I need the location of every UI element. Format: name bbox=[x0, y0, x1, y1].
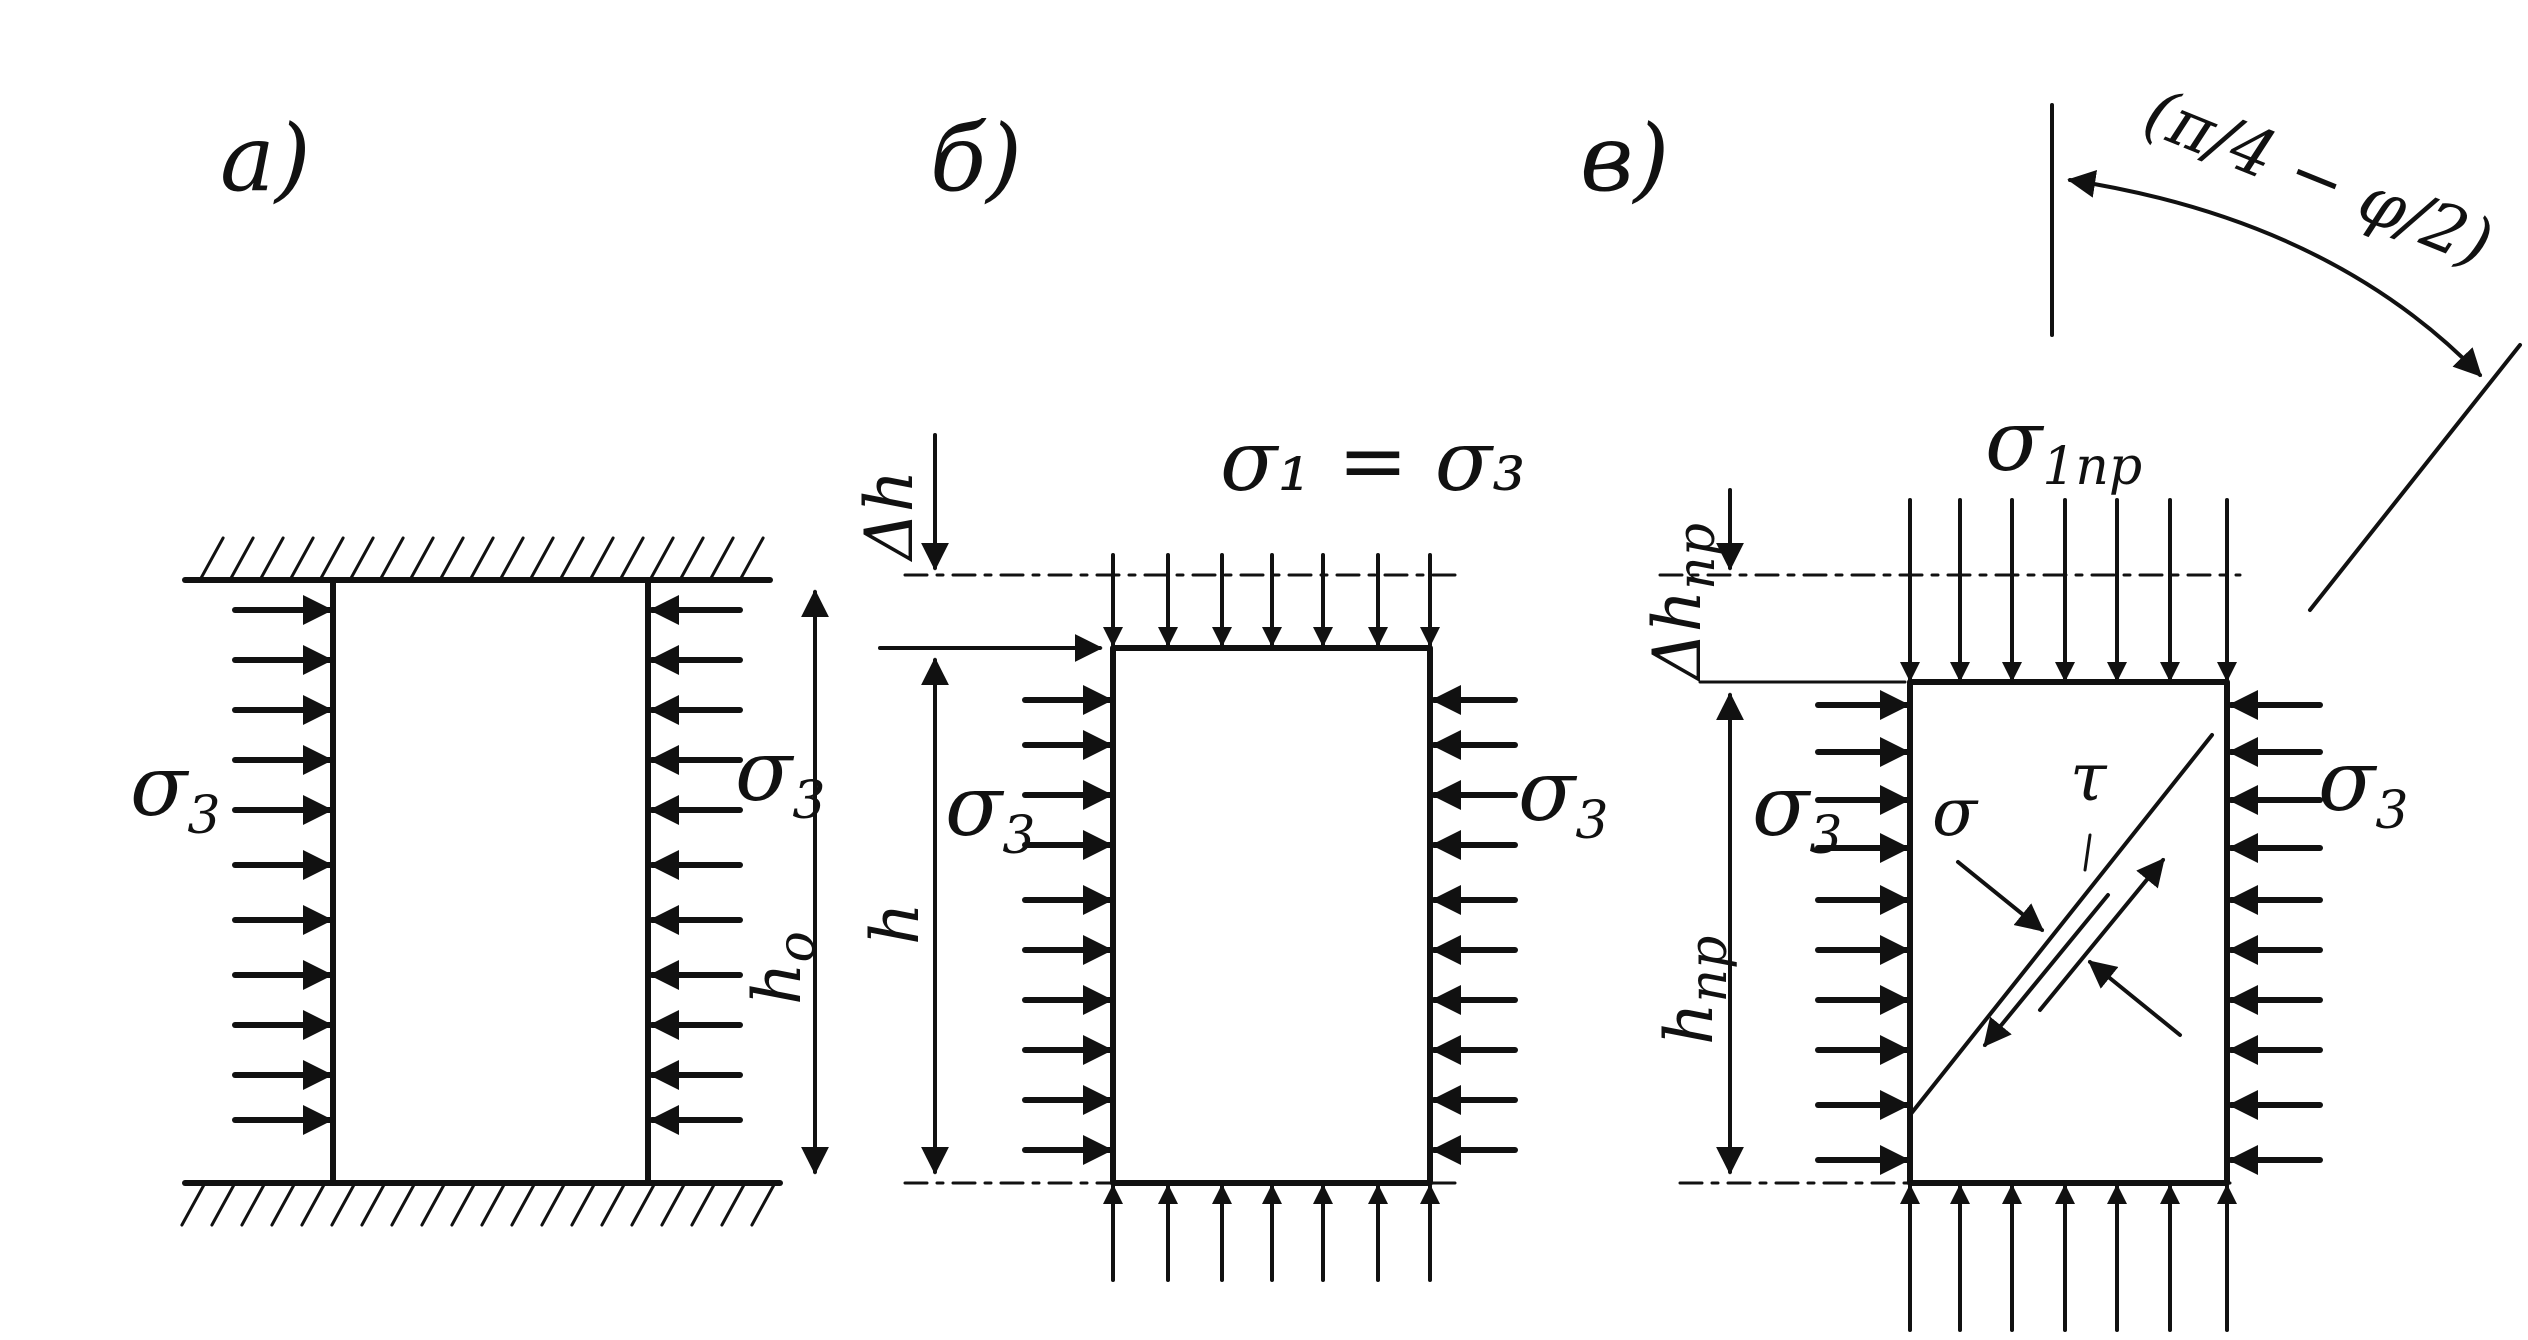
hatch-stroke bbox=[258, 536, 285, 582]
panel-b-height-label: h bbox=[857, 902, 934, 945]
hatch-stroke bbox=[738, 536, 765, 582]
hatch-stroke bbox=[420, 1181, 447, 1227]
hatch-stroke bbox=[210, 1181, 237, 1227]
panel-b-top-stress-arrows bbox=[1103, 553, 1440, 647]
panel-c-normal-stress-label: σ bbox=[1932, 774, 1979, 851]
hatch-stroke bbox=[528, 536, 555, 582]
panel-c-shear-arrow-up bbox=[2038, 857, 2165, 1012]
hatch-stroke bbox=[348, 536, 375, 582]
hatch-stroke bbox=[408, 536, 435, 582]
hatch-stroke bbox=[270, 1181, 297, 1227]
hatch-stroke bbox=[240, 1181, 267, 1227]
panel-a-bottom-hatching bbox=[180, 1181, 777, 1227]
panel-c-tau-leader bbox=[2083, 833, 2092, 872]
panel-c-angle-arc bbox=[2067, 170, 2482, 378]
panel-c-failure-plane-direction bbox=[2308, 343, 2522, 612]
panel-c-shear-arrow-down bbox=[1983, 893, 2110, 1048]
panel-b-specimen bbox=[1110, 645, 1433, 1186]
hatch-stroke bbox=[720, 1181, 747, 1227]
panel-b-sigma-left: σ3 bbox=[945, 757, 1035, 866]
panel-c-bottom-stress-arrows bbox=[1900, 1184, 2237, 1332]
panel-a-height-label: ho bbox=[739, 931, 827, 1005]
hatch-stroke bbox=[360, 1181, 387, 1227]
hatch-stroke bbox=[450, 1181, 477, 1227]
panel-c: в) σ1пр σ τ Δhпр hпр σ3 σ3 bbox=[1580, 73, 2522, 1332]
hatch-stroke bbox=[708, 536, 735, 582]
panel-b-sigma-right: σ3 bbox=[1518, 742, 1608, 851]
hatch-stroke bbox=[498, 536, 525, 582]
panel-c-sigma-right: σ3 bbox=[2318, 732, 2408, 841]
panel-c-shear-plane bbox=[1908, 733, 2214, 1117]
panel-c-delta-label: Δhпр bbox=[1639, 523, 1727, 683]
panel-b-left-stress-arrows bbox=[1022, 685, 1113, 1165]
hatch-stroke bbox=[300, 1181, 327, 1227]
hatch-stroke bbox=[750, 1181, 777, 1227]
panel-c-normal-arrow-1 bbox=[1956, 860, 2045, 932]
panel-c-angle-label: (π/4 − φ/2) bbox=[2134, 73, 2503, 282]
panel-c-normal-arrow-2 bbox=[2087, 960, 2182, 1037]
panel-a-right-stress-arrows bbox=[649, 595, 743, 1135]
hatch-stroke bbox=[198, 536, 225, 582]
hatch-stroke bbox=[630, 1181, 657, 1227]
panel-c-top-stress-label: σ1пр bbox=[1985, 392, 2142, 497]
hatch-stroke bbox=[438, 536, 465, 582]
hatch-stroke bbox=[648, 536, 675, 582]
panel-c-shear-stress-label: τ bbox=[2070, 739, 2108, 816]
hatch-stroke bbox=[390, 1181, 417, 1227]
hatch-stroke bbox=[690, 1181, 717, 1227]
panel-a: a) σ3 σ3 ho bbox=[130, 105, 829, 1227]
hatch-stroke bbox=[660, 1181, 687, 1227]
panel-c-top-stress-arrows bbox=[1900, 498, 2237, 682]
panel-b-right-stress-arrows bbox=[1431, 685, 1518, 1165]
panel-c-sigma-left: σ3 bbox=[1752, 757, 1842, 866]
panel-c-label: в) bbox=[1580, 105, 1669, 212]
panel-c-height-label: hпр bbox=[1651, 936, 1739, 1045]
hatch-stroke bbox=[678, 536, 705, 582]
panel-c-specimen bbox=[1907, 679, 2230, 1186]
hatch-stroke bbox=[468, 536, 495, 582]
hatch-stroke bbox=[330, 1181, 357, 1227]
panel-a-top-hatching bbox=[198, 536, 765, 582]
panel-b-label: б) bbox=[930, 105, 1022, 212]
hatch-stroke bbox=[480, 1181, 507, 1227]
hatch-stroke bbox=[558, 536, 585, 582]
hatch-stroke bbox=[228, 536, 255, 582]
panel-a-left-stress-arrows bbox=[232, 595, 333, 1135]
panel-b-bottom-stress-arrows bbox=[1103, 1184, 1440, 1282]
panel-a-sigma-right: σ3 bbox=[735, 722, 825, 831]
hatch-stroke bbox=[570, 1181, 597, 1227]
hatch-stroke bbox=[318, 536, 345, 582]
panel-b: б) σ₁ = σ₃ Δh h σ3 σ3 bbox=[851, 105, 1608, 1282]
hatch-stroke bbox=[180, 1181, 207, 1227]
panel-a-sigma-left: σ3 bbox=[130, 737, 220, 846]
panel-c-left-stress-arrows bbox=[1815, 690, 1910, 1175]
hatch-stroke bbox=[600, 1181, 627, 1227]
hatch-stroke bbox=[588, 536, 615, 582]
panel-a-label: a) bbox=[220, 105, 311, 212]
hatch-stroke bbox=[288, 536, 315, 582]
hatch-stroke bbox=[618, 536, 645, 582]
panel-b-delta-label: Δh bbox=[851, 470, 928, 563]
hatch-stroke bbox=[540, 1181, 567, 1227]
panel-c-right-stress-arrows bbox=[2228, 690, 2323, 1175]
hatch-stroke bbox=[378, 536, 405, 582]
hatch-stroke bbox=[510, 1181, 537, 1227]
panel-b-top-stress-label: σ₁ = σ₃ bbox=[1220, 412, 1526, 510]
